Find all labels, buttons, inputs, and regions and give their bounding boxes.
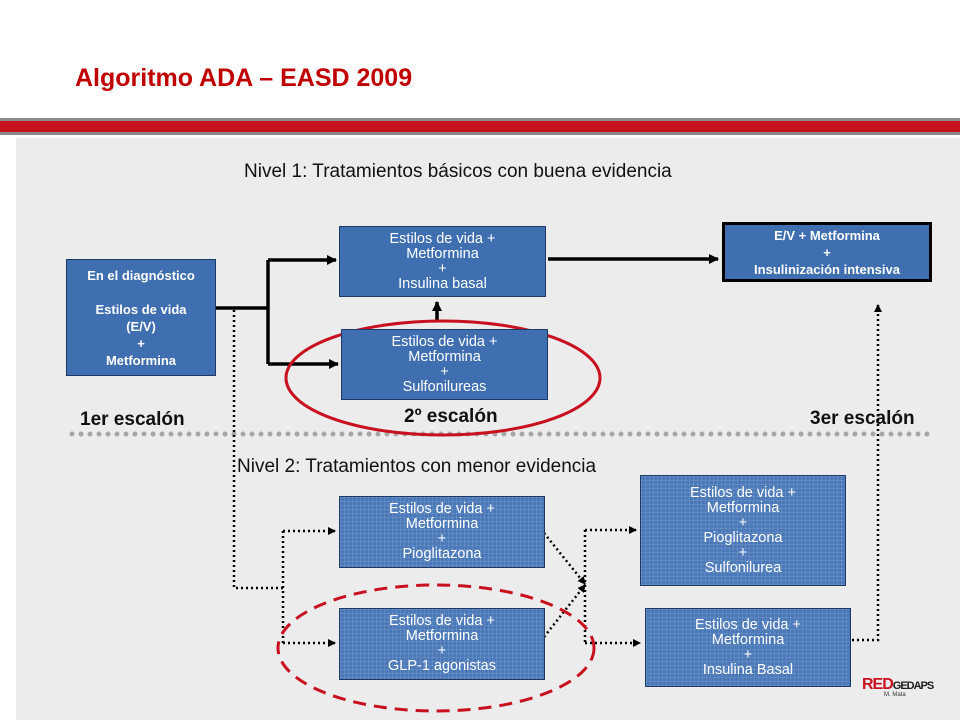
- box-intensive-insulin: E/V + Metformina + Insulinización intens…: [722, 222, 932, 282]
- step-first-label: 1er escalón: [80, 409, 185, 430]
- step-third-label: 3er escalón: [810, 408, 915, 429]
- author-label: M. Mata: [884, 692, 906, 698]
- title-divider-bar: [0, 118, 960, 135]
- ellipse-glp1: [276, 583, 596, 713]
- box-basal-insulin-level2: Estilos de vida + Metformina + Insulina …: [645, 608, 851, 687]
- box-glp1-agonists: Estilos de vida + Metformina + GLP-1 ago…: [339, 608, 545, 680]
- slide-title: Algoritmo ADA – EASD 2009: [75, 64, 413, 92]
- level2-heading: Nivel 2: Tratamientos con menor evidenci…: [237, 456, 597, 477]
- box-basal-insulin: Estilos de vida + Metformina + Insulina …: [339, 226, 546, 297]
- ellipse-sulfonylureas: [284, 319, 602, 437]
- level2-connectors: [232, 304, 882, 647]
- box-diagnosis: En el diagnóstico Estilos de vida (E/V) …: [66, 259, 216, 376]
- level1-connectors: [215, 254, 719, 369]
- step-second-label: 2º escalón: [404, 406, 498, 427]
- redgedaps-logo: REDGEDAPS M. Mata: [862, 676, 934, 698]
- box-pioglitazone-sulfonylurea: Estilos de vida + Metformina + Pioglitaz…: [640, 475, 846, 586]
- box-sulfonylureas: Estilos de vida + Metformina + Sulfonilu…: [341, 329, 548, 400]
- level1-heading: Nivel 1: Tratamientos básicos con buena …: [244, 161, 672, 182]
- box-pioglitazone: Estilos de vida + Metformina + Pioglitaz…: [339, 496, 545, 568]
